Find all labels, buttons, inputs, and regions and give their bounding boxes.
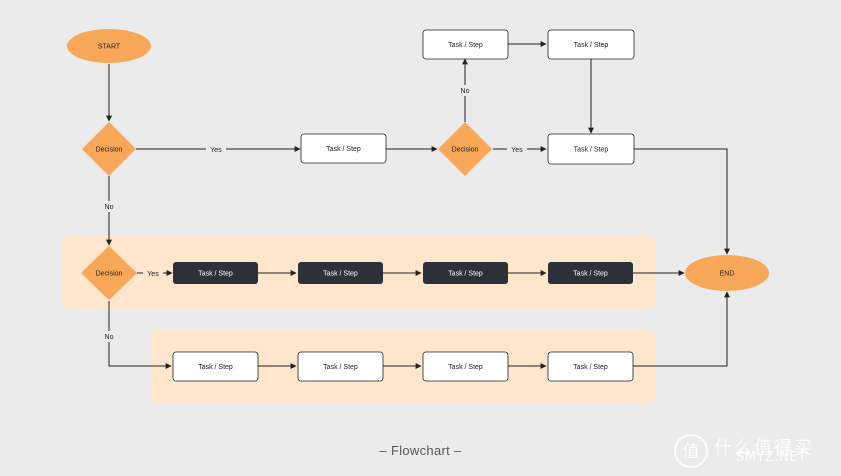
task-label-lane2-4: Task / Step — [573, 364, 608, 371]
start-label: START — [98, 44, 121, 51]
end-node — [685, 255, 769, 291]
task-label-lane1-3: Task / Step — [448, 271, 483, 278]
decision-label-1: Decision — [96, 147, 123, 154]
edge-label-no-2: No — [461, 88, 470, 95]
task-label-upper-left: Task / Step — [448, 42, 483, 49]
smzdm-logo-icon: 值 — [673, 433, 709, 469]
task-box-lane1-3 — [423, 262, 508, 284]
decision-label-2: Decision — [452, 147, 479, 154]
diagram-caption: – Flowchart – — [379, 443, 462, 458]
task-label-upper-right: Task / Step — [574, 42, 609, 49]
start-node — [67, 29, 151, 63]
edge-label-yes-2: Yes — [511, 147, 523, 154]
decision-node-3 — [81, 246, 137, 300]
task-box-lane2-4 — [547, 351, 634, 382]
watermark-text-cn: 什么值得买 — [714, 438, 814, 459]
edge-label-yes-1: Yes — [210, 147, 222, 154]
task-box-mid-right — [547, 133, 635, 165]
task-label-lane1-4: Task / Step — [573, 271, 608, 278]
task-label-top-mid: Task / Step — [326, 146, 361, 153]
task-label-mid-right: Task / Step — [574, 147, 609, 154]
edge-label-no-3: No — [105, 334, 114, 341]
edge-lane2-task4-end — [633, 291, 730, 367]
task-box-lane1-2 — [298, 262, 383, 284]
decision-node-1 — [82, 122, 136, 176]
task-box-lane2-1 — [172, 351, 259, 382]
edge-label-yes-3: Yes — [147, 271, 159, 278]
task-label-lane1-2: Task / Step — [323, 271, 358, 278]
watermark: 值 什么值得买 SMYZ.NET — [672, 432, 837, 472]
end-label: END — [720, 271, 735, 278]
edge-decision3-lane2-task1 — [108, 301, 172, 369]
task-label-lane2-3: Task / Step — [448, 364, 483, 371]
task-label-lane2-1: Task / Step — [198, 364, 233, 371]
task-box-lane1-4 — [548, 262, 633, 284]
task-box-lane2-3 — [422, 351, 509, 382]
task-box-upper-left — [422, 29, 509, 60]
task-box-lane1-1 — [173, 262, 258, 284]
decision-node-2 — [438, 122, 492, 176]
task-label-lane2-2: Task / Step — [323, 364, 358, 371]
watermark-text-en: SMYZ.NET — [736, 450, 807, 465]
task-box-lane2-2 — [297, 351, 384, 382]
edge-task-mid-right-end — [634, 148, 730, 255]
task-label-lane1-1: Task / Step — [198, 271, 233, 278]
svg-text:值: 值 — [683, 442, 700, 462]
decision-label-3: Decision — [96, 271, 123, 278]
edge-label-no-1: No — [105, 204, 114, 211]
task-box-top-mid — [300, 133, 387, 164]
task-box-upper-right — [547, 29, 635, 60]
